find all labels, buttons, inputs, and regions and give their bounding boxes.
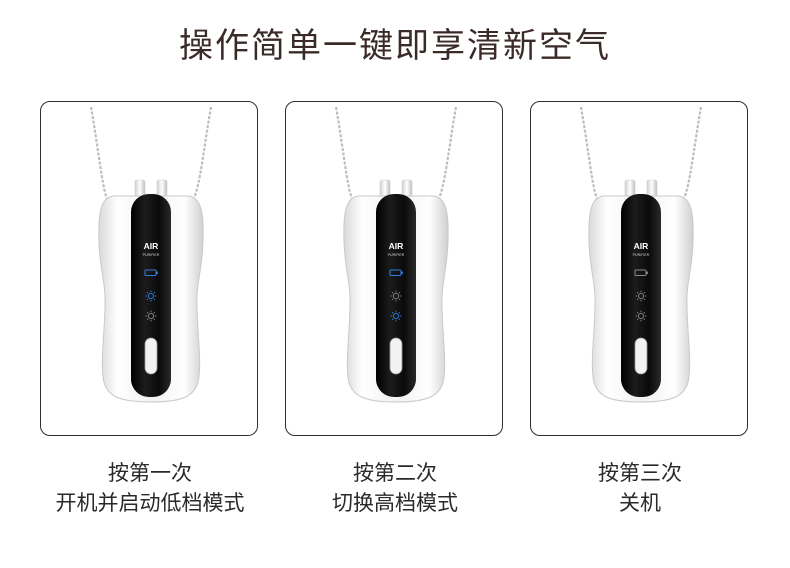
power-button	[389, 337, 403, 375]
chain-right	[435, 106, 458, 203]
air-purifier-necklace-image-3: AIR PURIFIER	[579, 106, 703, 403]
mode-caption-1: 按第一次 开机并启动低档模式	[25, 458, 275, 518]
control-panel	[376, 194, 416, 397]
chain-connector-right	[401, 179, 413, 197]
high-speed-indicator-icon	[635, 310, 647, 322]
mode-step-label: 按第一次	[108, 461, 192, 485]
air-purifier-necklace-image-2: AIR PURIFIER	[334, 106, 458, 403]
mode-step-label: 按第三次	[598, 461, 682, 485]
power-button	[144, 337, 158, 375]
control-panel	[131, 194, 171, 397]
control-panel	[621, 194, 661, 397]
device-label-purifier: PURIFIER	[143, 253, 160, 257]
high-speed-indicator-icon	[145, 310, 157, 322]
mode-card-1: AIR PURIFIER	[40, 101, 258, 436]
device-label-air: AIR	[389, 241, 404, 251]
chain-left	[334, 106, 355, 203]
mode-caption-2: 按第二次 切换高档模式	[270, 458, 520, 518]
page-title: 操作简单一键即享清新空气	[179, 26, 611, 66]
battery-icon	[144, 269, 157, 276]
mode-card-2: AIR PURIFIER	[285, 101, 503, 436]
mode-description: 关机	[619, 491, 661, 515]
air-purifier-necklace-image-1: AIR PURIFIER	[89, 106, 213, 403]
chain-connector-left	[134, 179, 146, 197]
chain-right	[190, 106, 213, 203]
power-button	[634, 337, 648, 375]
chain-left	[89, 106, 110, 203]
battery-tip	[646, 271, 648, 274]
battery-icon	[634, 269, 647, 276]
device-label-purifier: PURIFIER	[633, 253, 650, 257]
chain-connector-right	[646, 179, 658, 197]
chain-left	[579, 106, 600, 203]
battery-icon	[389, 269, 402, 276]
chain-connector-right	[156, 179, 168, 197]
mode-description: 开机并启动低档模式	[55, 491, 245, 515]
mode-step-label: 按第二次	[353, 461, 437, 485]
battery-tip	[401, 271, 403, 274]
chain-connector-left	[379, 179, 391, 197]
low-speed-indicator-icon	[145, 290, 157, 302]
device-label-air: AIR	[634, 241, 649, 251]
high-speed-indicator-icon	[390, 310, 402, 322]
battery-tip	[156, 271, 158, 274]
device-label-purifier: PURIFIER	[388, 253, 405, 257]
mode-card-3: AIR PURIFIER	[530, 101, 748, 436]
low-speed-indicator-icon	[635, 290, 647, 302]
low-speed-indicator-icon	[390, 290, 402, 302]
chain-right	[680, 106, 703, 203]
device-label-air: AIR	[144, 241, 159, 251]
mode-description: 切换高档模式	[332, 491, 458, 515]
mode-caption-3: 按第三次 关机	[515, 458, 765, 518]
chain-connector-left	[624, 179, 636, 197]
